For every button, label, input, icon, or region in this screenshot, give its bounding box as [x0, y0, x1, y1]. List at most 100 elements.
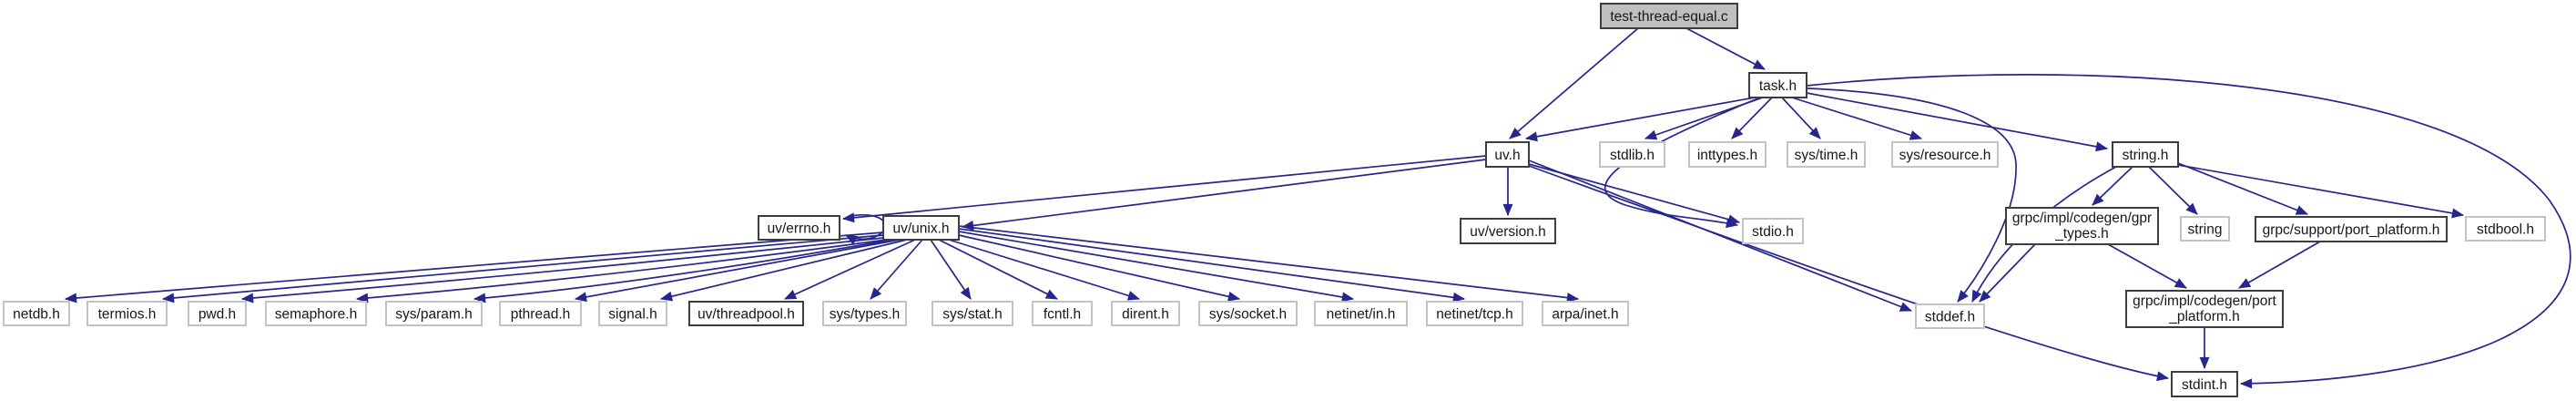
node-pthread-h: pthread.h — [499, 301, 582, 326]
node-label: termios.h — [98, 307, 157, 323]
node-label: stdlib.h — [1610, 148, 1655, 163]
edge-test-thread-equal-c-to-task-h — [1685, 27, 1766, 70]
node-stdbool-h: stdbool.h — [2465, 216, 2546, 242]
node-box — [932, 301, 1013, 326]
edge-uv-h-to-uv-unix-h — [961, 159, 1487, 231]
node-dirent-h: dirent.h — [1111, 301, 1180, 326]
edge-task-h-to-sys-time-h — [1781, 97, 1821, 139]
node-label: fcntl.h — [1044, 307, 1081, 323]
node-sys-param-h: sys/param.h — [385, 301, 483, 326]
node-box[interactable] — [2171, 371, 2238, 397]
node-box — [3, 301, 70, 326]
node-box[interactable] — [2255, 216, 2448, 242]
node-box[interactable] — [1600, 3, 1738, 29]
node-uv-version-h[interactable]: uv/version.h — [1460, 218, 1556, 244]
node-stdlib-h: stdlib.h — [1599, 141, 1665, 168]
node-box[interactable] — [2125, 290, 2284, 328]
node-netdb-h: netdb.h — [3, 301, 70, 326]
node-box[interactable] — [1460, 218, 1556, 244]
node-string-cpp: string — [2180, 216, 2230, 242]
node-stddef-h: stddef.h — [1915, 303, 1985, 329]
node-label: task.h — [1759, 78, 1797, 94]
node-box — [1742, 218, 1804, 244]
node-box — [2180, 216, 2230, 242]
node-support-port-platform-h[interactable]: grpc/support/port_platform.h — [2255, 216, 2448, 242]
edge-test-thread-equal-c-to-uv-h — [1509, 27, 1639, 139]
node-box[interactable] — [1485, 141, 1530, 168]
node-box[interactable] — [758, 215, 840, 241]
node-task-h[interactable]: task.h — [1748, 72, 1807, 98]
node-label: signal.h — [608, 307, 657, 323]
edge-task-h-to-sys-resource-h — [1791, 97, 1923, 140]
node-sys-types-h: sys/types.h — [822, 301, 907, 326]
node-label: stdio.h — [1752, 224, 1794, 240]
node-pwd-h: pwd.h — [188, 301, 247, 326]
edge-uv-unix-h-to-sys-socket-h — [958, 234, 1241, 302]
node-box[interactable] — [1748, 72, 1807, 98]
node-label: string.h — [2123, 148, 2169, 163]
node-label: test-thread-equal.c — [1610, 9, 1727, 25]
node-box[interactable] — [688, 301, 804, 326]
node-label: sys/types.h — [830, 307, 901, 323]
edge-uv-unix-h-to-dirent-h — [948, 239, 1141, 301]
node-box — [1198, 301, 1298, 326]
node-box — [1032, 301, 1093, 326]
node-box — [1542, 301, 1629, 326]
node-box[interactable] — [2112, 141, 2179, 168]
edge-task-h-to-inttypes-h — [1731, 97, 1773, 139]
node-uv-threadpool-h[interactable]: uv/threadpool.h — [688, 301, 804, 326]
edge-task-h-to-string-h — [1806, 92, 2109, 152]
node-box — [385, 301, 483, 326]
edge-uv-unix-h-to-semaphore-h — [355, 239, 888, 303]
node-label: pthread.h — [511, 307, 571, 323]
edge-uv-unix-h-to-uv-threadpool-h — [783, 239, 916, 300]
node-netinet-in-h: netinet/in.h — [1314, 301, 1408, 326]
node-label: string — [2188, 222, 2223, 238]
edge-support-port-platform-h-to-codegen-port-platform-h — [2238, 241, 2321, 289]
node-box — [2465, 216, 2546, 242]
node-uv-h[interactable]: uv.h — [1485, 141, 1530, 168]
node-string-h[interactable]: string.h — [2112, 141, 2179, 168]
node-termios-h: termios.h — [87, 301, 168, 326]
node-box[interactable] — [2005, 207, 2159, 245]
node-label: pwd.h — [199, 307, 236, 323]
node-label: dirent.h — [1122, 307, 1169, 323]
node-stdio-h: stdio.h — [1742, 218, 1804, 244]
node-stdint-h[interactable]: stdint.h — [2171, 371, 2238, 397]
node-netinet-tcp-h: netinet/tcp.h — [1426, 301, 1523, 326]
node-box — [1111, 301, 1180, 326]
node-box — [822, 301, 907, 326]
node-inttypes-h: inttypes.h — [1688, 141, 1767, 168]
node-box — [1426, 301, 1523, 326]
node-box — [188, 301, 247, 326]
edge-string-h-to-support-port-platform-h — [2177, 162, 2309, 215]
node-label: uv/threadpool.h — [697, 307, 795, 323]
edge-task-h-to-uv-h — [1524, 97, 1756, 142]
node-label: netinet/tcp.h — [1436, 307, 1512, 323]
node-label: grpc/impl/codegen/port_platform.h — [2133, 293, 2276, 324]
node-label: grpc/impl/codegen/gpr_types.h — [2012, 211, 2152, 242]
node-signal-h: signal.h — [598, 301, 667, 326]
node-uv-errno-h[interactable]: uv/errno.h — [758, 215, 840, 241]
node-uv-unix-h[interactable]: uv/unix.h — [882, 215, 960, 241]
node-fcntl-h: fcntl.h — [1032, 301, 1093, 326]
node-label: stdbool.h — [2477, 222, 2534, 238]
node-label: netinet/in.h — [1327, 307, 1396, 323]
node-box — [1787, 141, 1866, 168]
edge-task-h-to-stddef-h — [1806, 87, 2017, 303]
edge-string-h-to-gpr-types-h — [2092, 166, 2133, 206]
node-box[interactable] — [882, 215, 960, 241]
node-codegen-port-platform-h[interactable]: grpc/impl/codegen/port_platform.h — [2125, 290, 2284, 328]
node-sys-socket-h: sys/socket.h — [1198, 301, 1298, 326]
node-arpa-inet-h: arpa/inet.h — [1542, 301, 1629, 326]
node-label: uv.h — [1494, 148, 1520, 163]
edge-uv-unix-h-to-netinet-in-h — [958, 231, 1355, 303]
node-label: semaphore.h — [275, 307, 357, 323]
node-box — [1314, 301, 1408, 326]
node-label: sys/socket.h — [1209, 307, 1287, 323]
node-gpr-types-h[interactable]: grpc/impl/codegen/gpr_types.h — [2005, 207, 2159, 245]
node-test-thread-equal-c[interactable]: test-thread-equal.c — [1600, 3, 1738, 29]
